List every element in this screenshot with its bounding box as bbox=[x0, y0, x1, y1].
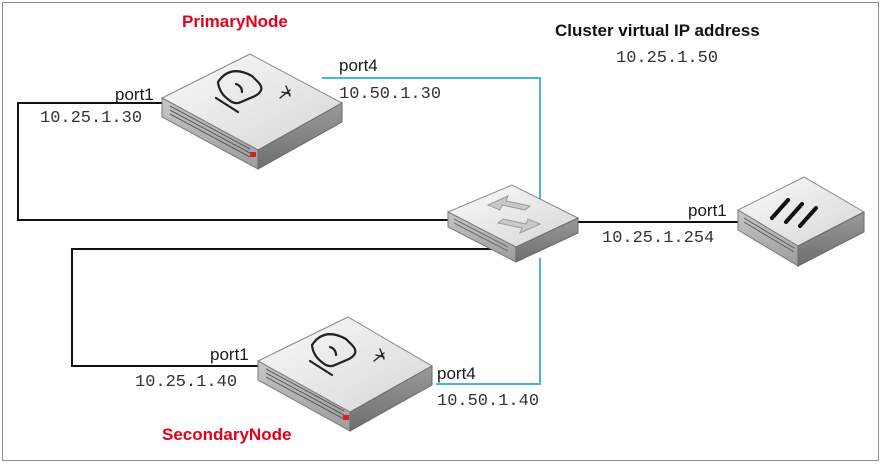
data-links bbox=[17, 102, 738, 367]
cluster-vip-heading: Cluster virtual IP address bbox=[555, 21, 760, 40]
firewall-icon bbox=[214, 70, 291, 114]
primary-port1-link bbox=[17, 102, 448, 221]
switch-icon bbox=[486, 195, 542, 234]
secondary-port4-label: port4 bbox=[437, 364, 476, 383]
secondary-port4-ip: 10.50.1.40 bbox=[437, 392, 540, 411]
secondary-port1-label: port1 bbox=[210, 345, 249, 364]
primary-firewall-device bbox=[160, 53, 344, 170]
secondary-node-title: SecondaryNode bbox=[162, 425, 292, 444]
primary-port4-ip: 10.50.1.30 bbox=[339, 85, 442, 104]
router-port1-ip: 10.25.1.254 bbox=[602, 229, 715, 248]
primary-node-title: PrimaryNode bbox=[182, 12, 288, 31]
router-icon bbox=[770, 198, 818, 228]
firewall-icon bbox=[308, 333, 385, 377]
secondary-port1-ip: 10.25.1.40 bbox=[135, 373, 238, 392]
primary-port4-label: port4 bbox=[339, 56, 378, 75]
switch-device bbox=[446, 184, 580, 263]
cluster-vip-address: 10.25.1.50 bbox=[616, 49, 719, 68]
router-device bbox=[736, 176, 866, 267]
secondary-port1-link bbox=[71, 248, 515, 367]
primary-port1-ip: 10.25.1.30 bbox=[40, 109, 143, 128]
secondary-port4-link bbox=[436, 258, 541, 385]
heartbeat-links bbox=[322, 77, 541, 385]
secondary-firewall-device bbox=[256, 316, 434, 432]
router-port1-label: port1 bbox=[688, 201, 727, 220]
primary-port1-label: port1 bbox=[115, 85, 154, 104]
primary-port4-link bbox=[322, 77, 541, 200]
